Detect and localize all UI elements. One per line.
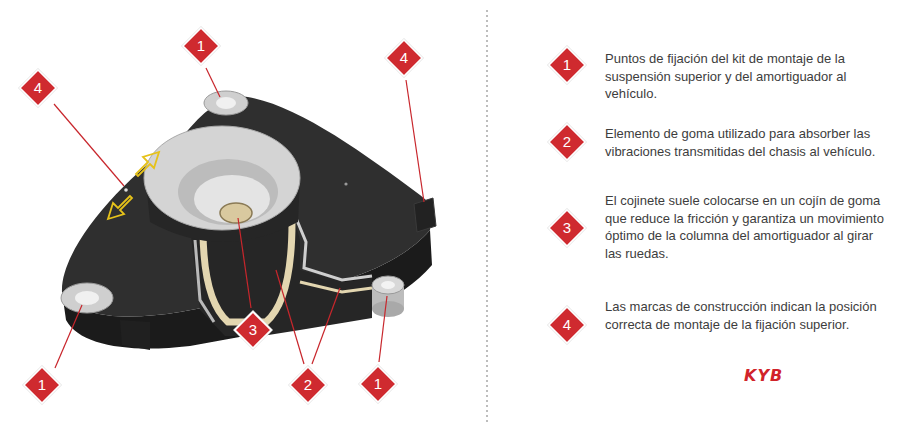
description-text: Elemento de goma utilizado para absorber… [605,125,893,160]
description-text: Las marcas de construcción indican la po… [605,298,893,333]
callout-number: 4 [18,68,58,108]
leader-line [55,305,82,368]
callout-number: 1 [358,364,398,404]
diamond-halo [547,208,587,248]
mount-body [62,96,432,317]
description-text: El cojinete suele colocarse en un cojín … [605,192,893,262]
leader-lines [54,68,424,368]
callout-diamond: 4 [18,68,58,108]
insert-section-metal [300,282,372,292]
callout-number: 3 [233,310,273,350]
boss-top [144,126,300,230]
leader-line [276,270,304,364]
rubber-section-left [195,240,214,322]
callout-number: 3 [547,208,587,248]
leader-line [406,80,424,202]
leader-line [312,288,340,364]
separator-line [486,10,488,425]
bolt-boss [61,283,113,313]
callout-number: 4 [547,305,587,345]
diamond-halo [233,310,273,350]
leader-line [238,218,251,308]
direction-arrow [136,152,159,176]
leader-line [206,68,220,97]
leader-line [379,296,387,362]
diamond-halo [358,364,398,404]
bolt-hole [75,291,99,305]
diamond-halo [547,305,587,345]
callout-number: 2 [288,365,328,405]
callout-diamond: 2 [288,365,328,405]
bolt-boss [204,91,248,115]
mount-ear [414,198,436,232]
callout-diamond: 1 [358,364,398,404]
legend-item: 3 El cojinete suele colocarse en un cojín… [547,192,893,262]
bolt-hole [381,281,395,289]
callout-number: 1 [22,365,62,405]
legend-item: 4 Las marcas de construcción indican la p… [547,298,893,345]
leader-line [54,104,124,186]
diamond-halo [547,122,587,162]
construction-dot [124,188,128,192]
bearing-hole [220,203,252,223]
diamond-halo [547,45,587,85]
bolt-boss [372,276,404,294]
diamond-halo [22,365,62,405]
brand-logo: KYB [744,366,783,385]
diamond-halo [18,68,58,108]
diamond-halo [384,38,424,78]
description-text: Puntos de fijación del kit de montaje de… [605,50,893,103]
direction-arrow [108,196,132,219]
boss-inner [194,175,270,223]
callout-number: 1 [547,45,587,85]
construction-dot [344,182,347,185]
bolt-sleeve-bottom [372,301,404,317]
callout-diamond: 4 [384,38,424,78]
insert-section [296,218,372,280]
callout-number: 1 [181,26,221,66]
legend-item: 2 Elemento de goma utilizado para absorbe… [547,125,893,162]
diamond-halo [181,26,221,66]
boss-recess [178,159,278,225]
diamond-halo [288,365,328,405]
callout-diamond: 1 [181,26,221,66]
callout-diamond: 3 [233,310,273,350]
callout-diamond: 1 [22,365,62,405]
bolt-hole [216,97,236,109]
callout-number: 2 [547,122,587,162]
callout-number: 4 [384,38,424,78]
mount-skirt [120,320,150,350]
legend-item: 1Puntos de fijación del kit de montaje d… [547,50,893,103]
